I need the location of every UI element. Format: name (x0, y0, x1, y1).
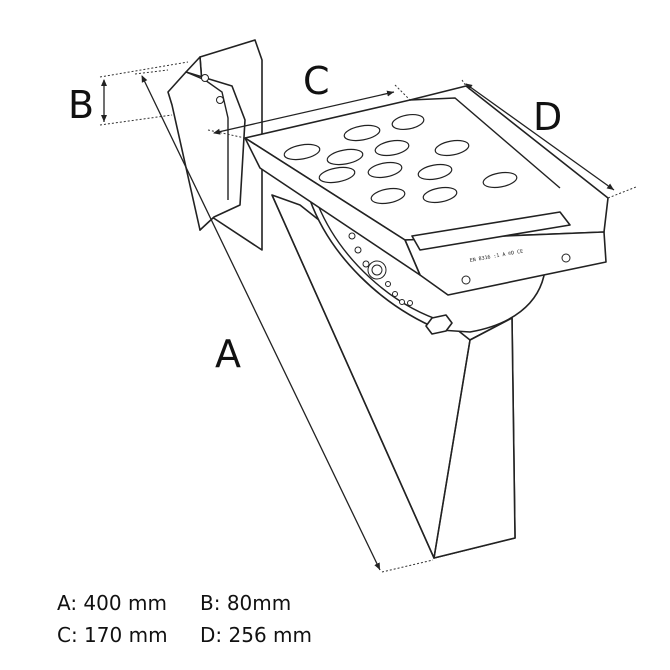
mount-hole-top (201, 74, 209, 82)
spec-d: D: 256 mm (200, 623, 312, 647)
hinge-hole (348, 232, 356, 240)
grip-slot (422, 186, 458, 204)
label-c: C (303, 59, 330, 103)
pivot-bolt-inner (371, 264, 383, 276)
hinge-hole (385, 281, 391, 287)
hinge-hole (399, 299, 405, 305)
spec-c: C: 170 mm (57, 623, 168, 647)
tread-rivet-left (461, 275, 471, 285)
front-nosing-slot (411, 211, 571, 251)
label-d: D (533, 95, 562, 139)
spec-b: B: 80mm (200, 591, 292, 615)
lock-nut (425, 314, 453, 335)
hinge-hole (354, 246, 362, 254)
spec-a: A: 400 mm (57, 591, 167, 615)
tread-rivet-right (561, 253, 571, 263)
label-a: A (215, 332, 241, 376)
dimension-c: C (207, 59, 411, 139)
grip-slot (417, 163, 453, 181)
hinge-hole (362, 260, 370, 268)
dimension-b: B (68, 61, 189, 127)
label-b: B (68, 83, 94, 127)
dimension-a: A (134, 69, 434, 573)
hinge-hole (392, 291, 398, 297)
mount-hole-bottom (216, 96, 224, 104)
hinge-hole (407, 300, 413, 306)
dimension-d: D (461, 79, 637, 199)
